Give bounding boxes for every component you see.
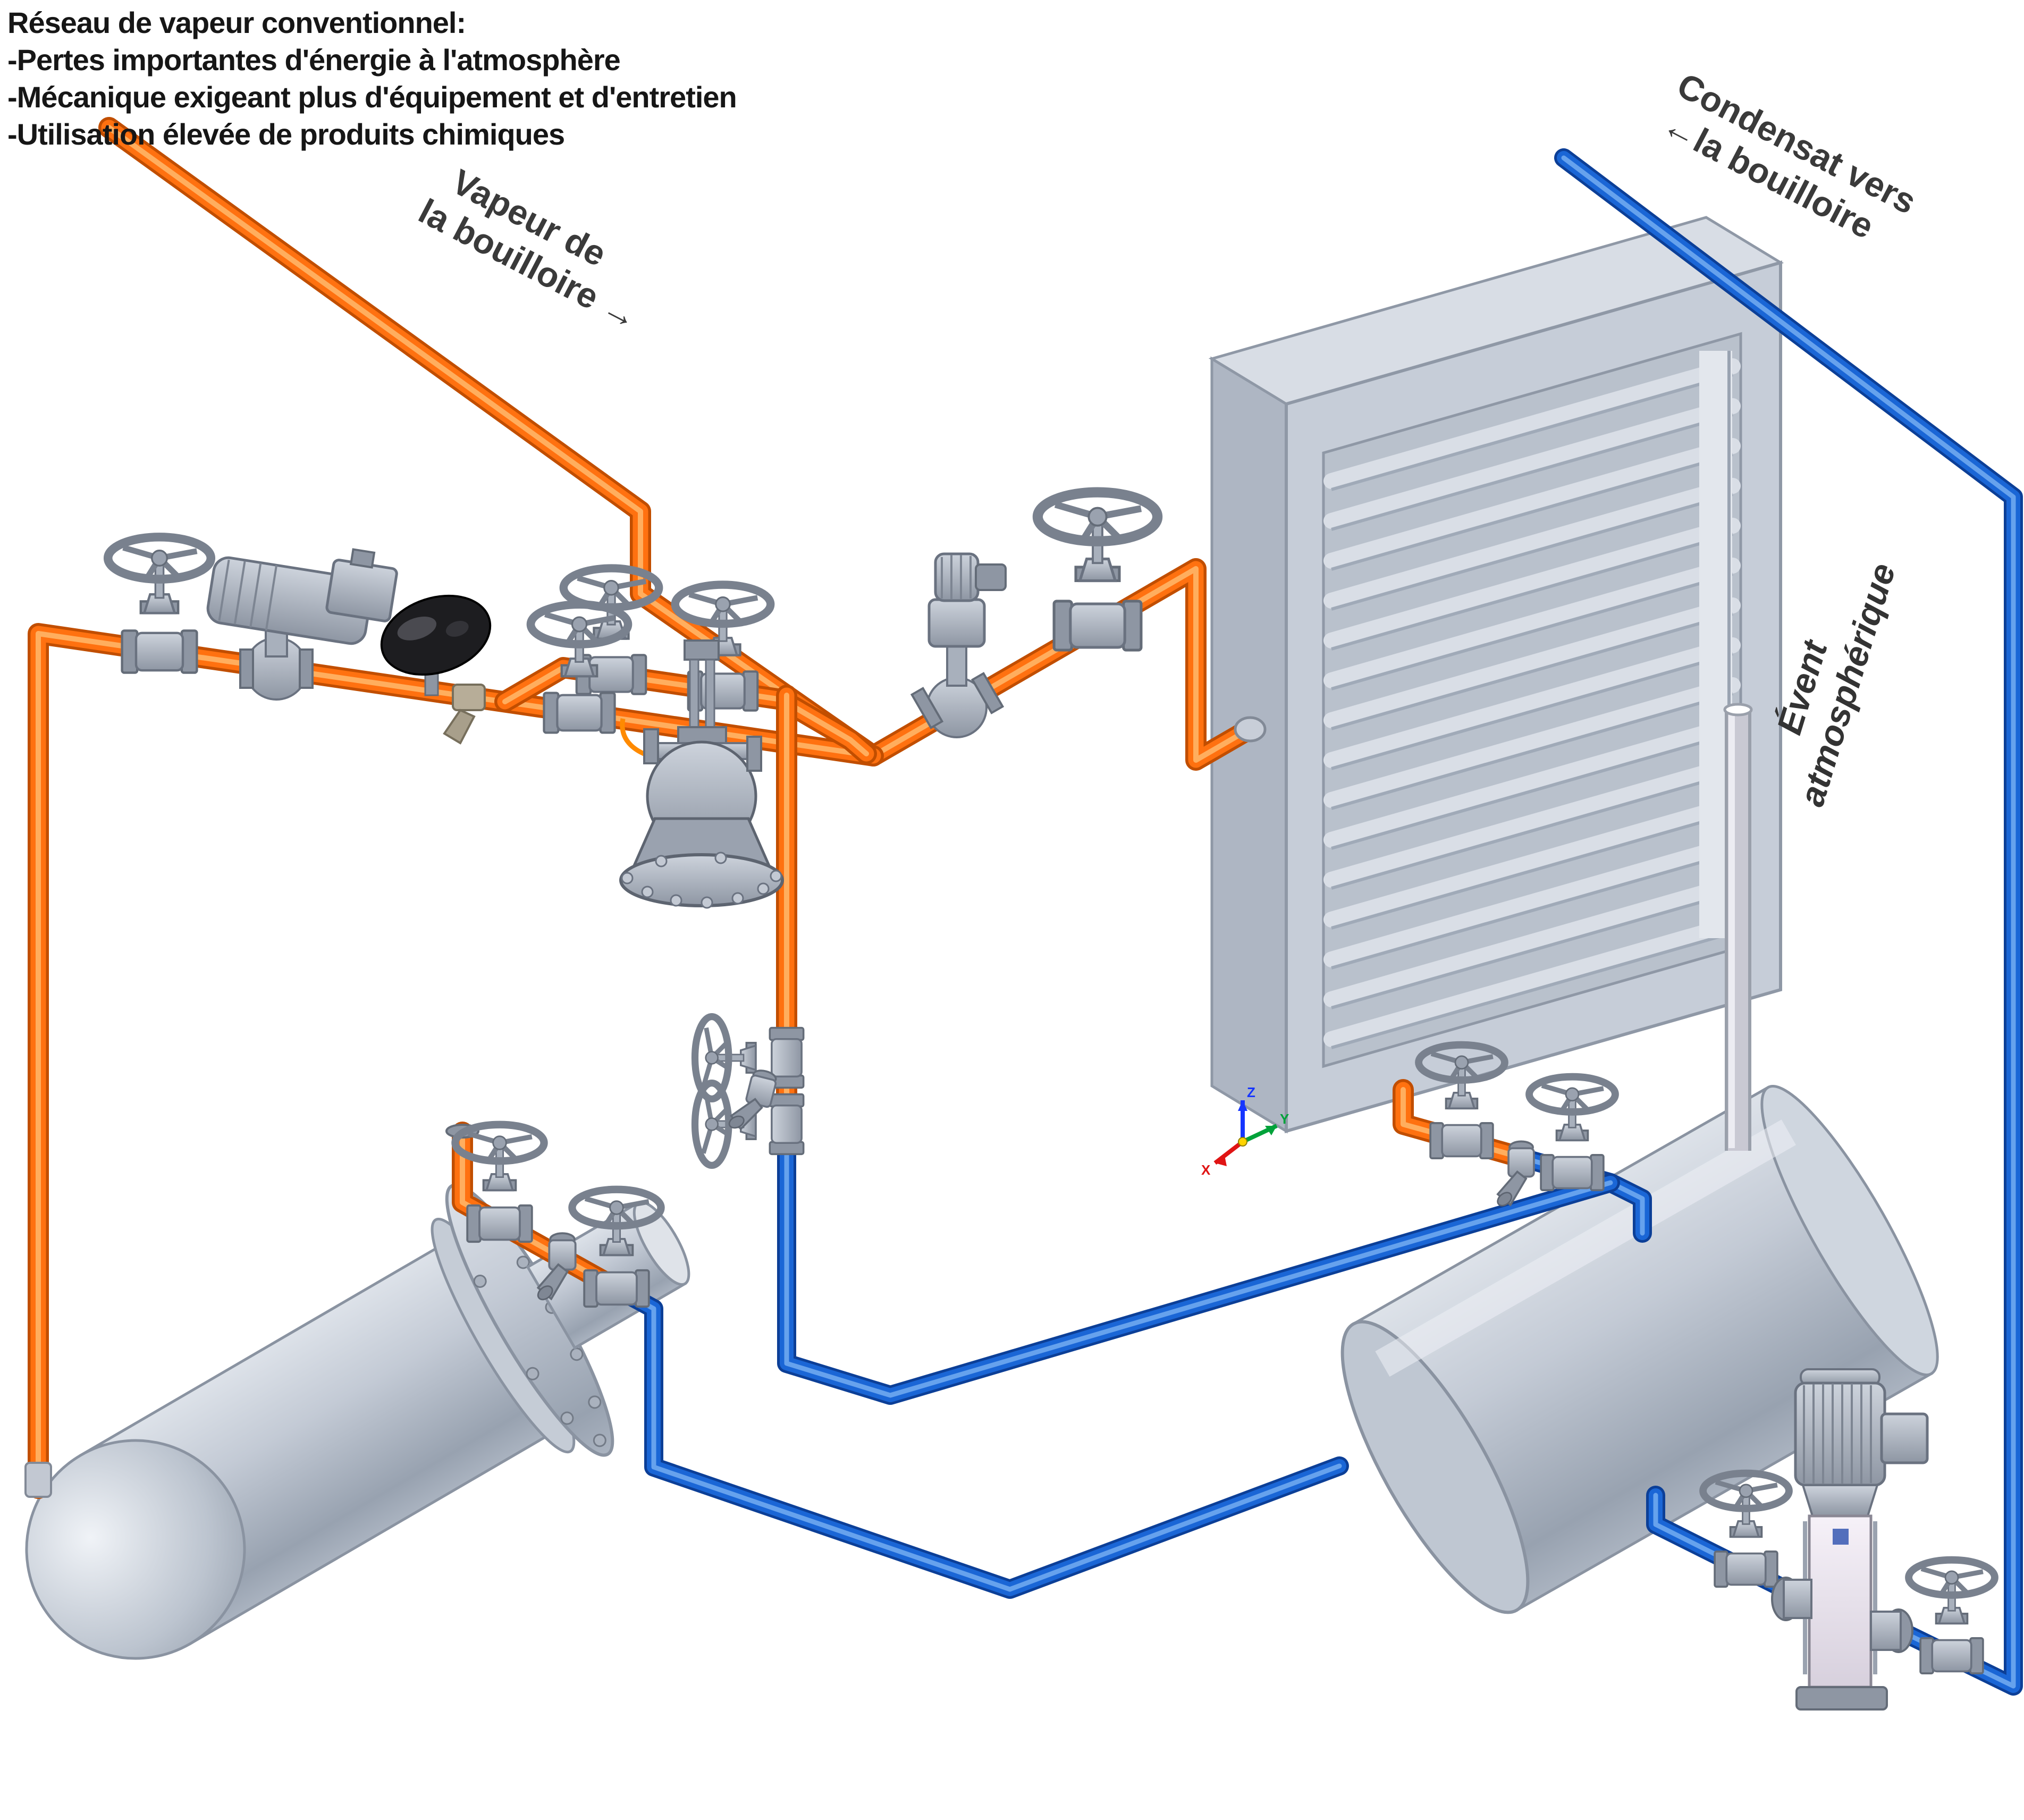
actuated-isolation-valve[interactable] [206, 528, 399, 701]
triad-y-label: Y [1280, 1111, 1289, 1127]
pump-logo [1833, 1529, 1849, 1545]
title-bullet-3: -Utilisation élevée de produits chimique… [7, 117, 564, 151]
heat-exchanger-tubes [1323, 351, 1741, 1049]
triad-z-label: Z [1247, 1084, 1255, 1100]
heat-exchanger [1208, 216, 1784, 1134]
condensate-pump [1771, 1368, 1929, 1711]
coordinate-triad: Z Y X [1201, 1084, 1289, 1178]
actuator-motor-box [325, 559, 398, 622]
strainer [443, 684, 486, 745]
actuated-control-valve[interactable] [910, 552, 1007, 738]
globe-valve-hx-inlet[interactable] [1038, 492, 1157, 650]
condensate-tank-end-face [1340, 1320, 1530, 1614]
prv-flange-bolts [621, 852, 782, 909]
separator-tank [25, 1183, 690, 1660]
atmospheric-vent-pipe [1723, 703, 1753, 1151]
title-bullet-2: -Mécanique exigeant plus d'équipement et… [7, 80, 737, 114]
pump-discharge-valve[interactable] [1909, 1560, 1995, 1673]
pump-terminal-box [1880, 1412, 1929, 1464]
diagram-title: Réseau de vapeur conventionnel: [7, 6, 466, 39]
gate-valve-inlet[interactable] [108, 537, 211, 672]
title-block: Réseau de vapeur conventionnel: -Pertes … [7, 6, 737, 151]
steam-label: Vapeur de la bouilloire → [412, 162, 645, 338]
pressure-reducing-valve[interactable] [619, 639, 784, 909]
pilot-dome [380, 594, 492, 696]
hx-trap-valve-2[interactable] [1529, 1077, 1615, 1190]
separator-inlet-nozzle [24, 1462, 52, 1498]
condensate-tank [1340, 1085, 1939, 1614]
triad-x-label: X [1201, 1162, 1211, 1178]
hx-inlet-nozzle [1234, 716, 1267, 743]
pump-base [1795, 1686, 1888, 1711]
control-valve-motor-box [975, 563, 1007, 591]
title-bullet-1: -Pertes importantes d'énergie à l'atmosp… [7, 43, 620, 77]
prv-bottom-flange [619, 853, 784, 907]
